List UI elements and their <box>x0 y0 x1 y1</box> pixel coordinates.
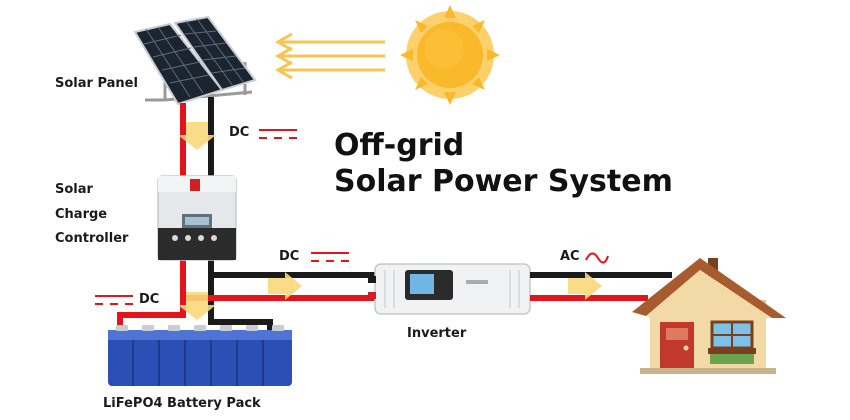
ac-symbol <box>585 252 609 264</box>
controller-label-line1: Solar <box>55 182 93 197</box>
battery-pack-icon <box>108 325 292 386</box>
title-line2: Solar Power System <box>334 164 673 199</box>
controller-label: Solar Charge Controller <box>55 178 128 252</box>
ac-label: AC <box>560 249 580 264</box>
diagram-title: Off-grid Solar Power System <box>334 128 673 200</box>
dc-symbol-panel <box>259 129 297 139</box>
controller-label-line2: Charge <box>55 206 108 222</box>
solar-panel-label: Solar Panel <box>55 76 138 91</box>
flow-arrow-battery <box>178 292 216 320</box>
flow-arrow-inverter <box>268 272 302 300</box>
solar-panel-icon <box>133 15 257 106</box>
house-icon <box>632 258 786 374</box>
flow-arrow-panel <box>178 122 216 150</box>
sun-icon <box>400 5 500 105</box>
inverter-icon <box>368 263 531 315</box>
dc-label-inverter: DC <box>279 249 300 264</box>
sunlight-arrows <box>274 32 385 80</box>
title-line1: Off-grid <box>334 128 465 163</box>
dc-symbol-battery <box>95 295 133 305</box>
dc-label-battery: DC <box>139 292 160 307</box>
dc-label-panel: DC <box>229 125 250 140</box>
dc-symbol-inverter <box>311 252 349 262</box>
ac-wires <box>530 272 672 301</box>
controller-label-line3: Controller <box>55 231 129 247</box>
charge-controller-icon <box>157 175 237 261</box>
flow-arrow-house <box>568 272 602 300</box>
inverter-label: Inverter <box>407 326 467 341</box>
battery-label: LiFePO4 Battery Pack <box>103 396 261 411</box>
